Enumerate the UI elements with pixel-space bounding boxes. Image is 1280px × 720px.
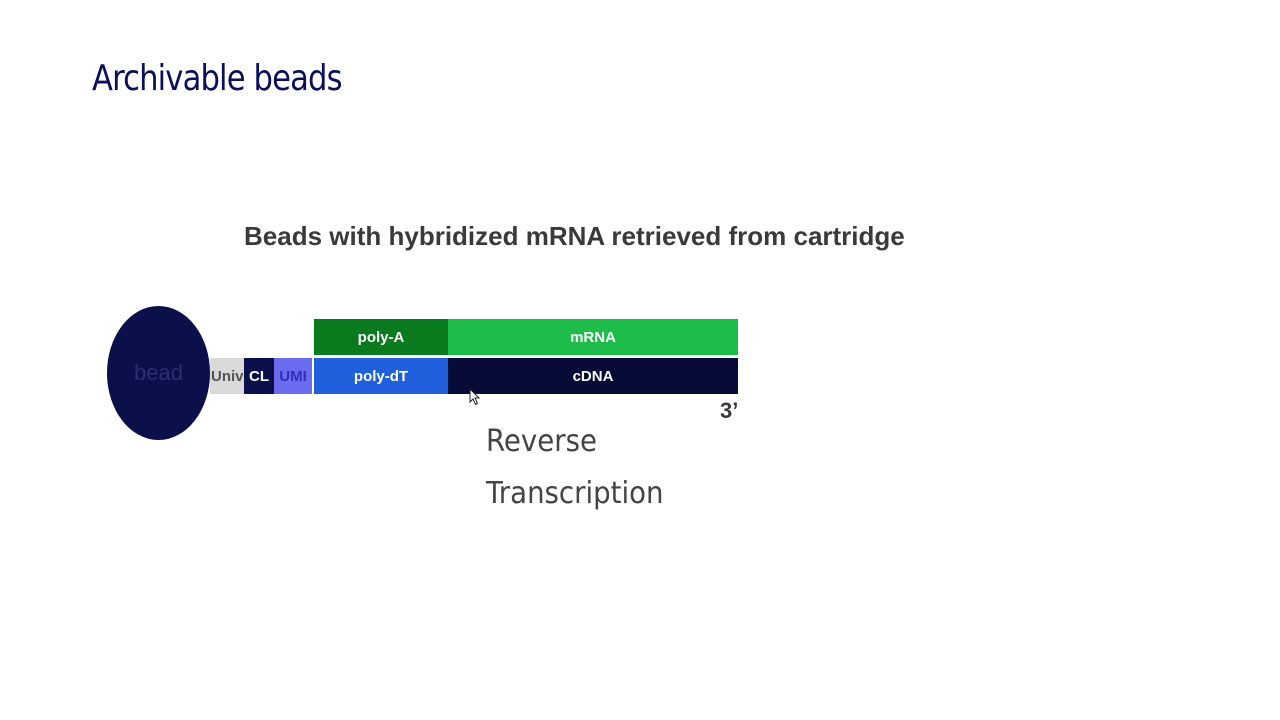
segment-poly-a: poly-A [314,319,448,355]
slide-title: Archivable beads [92,58,343,99]
mouse-pointer-icon [469,388,481,406]
diagram-subtitle: Beads with hybridized mRNA retrieved fro… [244,221,905,251]
segment-cdna: cDNA [448,358,738,394]
three-prime-end-label: 3’ [720,398,739,423]
segment-umi: UMI [274,358,312,394]
bead-circle: bead [107,306,210,440]
segment-poly-dt: poly-dT [314,358,448,394]
segment-univ: Univ [210,358,244,394]
reverse-transcription-label: Reverse Transcription [486,424,664,511]
segment-mrna: mRNA [448,319,738,355]
bead-label: bead [134,360,183,385]
segment-cl: CL [244,358,274,394]
